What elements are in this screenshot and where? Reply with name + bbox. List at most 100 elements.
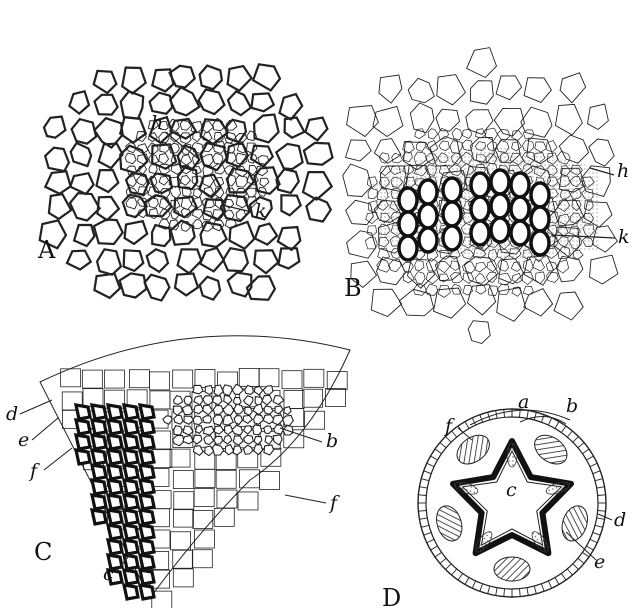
panel-c-thick-cell <box>76 405 90 419</box>
panel-c-bundle-cell <box>193 385 203 394</box>
panel-c-thick-cell <box>124 555 138 569</box>
panel-c-thick-cell <box>108 540 122 554</box>
panel-c-bundle-cell <box>275 406 283 414</box>
panel-a-small-cell <box>149 154 159 163</box>
panel-d-tick <box>578 443 584 448</box>
panel-c-bundle-cell <box>273 415 284 425</box>
panel-d-tick <box>496 588 497 596</box>
panel-b-inner-cell <box>463 129 472 138</box>
panel-a-small-cell <box>149 209 158 219</box>
panel-c-bundle-cell <box>213 396 223 405</box>
panel-b-outer-cell <box>590 255 618 284</box>
panel-c-letter: C <box>34 538 52 566</box>
panel-b-outer-cell <box>373 106 403 136</box>
panel-c-section: C d e f b f c <box>6 336 350 608</box>
panel-b-vessel <box>399 236 417 260</box>
panel-d-letter: D <box>382 584 401 608</box>
panel-d-phloem <box>507 443 517 467</box>
panel-c-thick-cell <box>108 420 122 434</box>
panel-b-inner-cell <box>475 262 486 272</box>
panel-c-thick-cell <box>92 480 106 494</box>
panel-c-label-c: c <box>103 563 114 585</box>
panel-d-tick <box>573 564 579 570</box>
panel-c-thick-cell <box>140 525 154 539</box>
panel-b-inner-cell <box>498 260 509 271</box>
panel-b-vessel <box>471 173 489 197</box>
panel-d-bundle <box>558 503 592 545</box>
panel-a-label-h: h <box>151 112 163 134</box>
panel-b-inner-cell <box>426 272 438 284</box>
panel-b-inner-cell <box>452 128 462 140</box>
panel-a-outer-cell <box>45 171 70 194</box>
panel-a-outer-cell <box>147 249 168 272</box>
panel-a-small-cell <box>125 153 136 164</box>
panel-c-thick-cell <box>108 465 122 479</box>
panel-b-label-h: h <box>617 160 629 182</box>
panel-d-tick <box>440 443 446 448</box>
panel-c-thick-cell <box>124 435 138 449</box>
panel-c-bundle-cell <box>232 425 242 435</box>
panel-c-bundle-cell <box>234 416 242 425</box>
panel-a-outer-cell <box>200 248 224 271</box>
panel-d-tick <box>431 546 438 550</box>
panel-c-thick-cell <box>92 510 106 524</box>
panel-d-tick <box>597 518 605 519</box>
panel-d-tick <box>427 463 434 466</box>
panel-a-outer-cell <box>44 117 65 138</box>
panel-b-vessel <box>419 204 437 228</box>
panel-d-tick <box>446 437 452 443</box>
panel-c-cell <box>194 530 214 548</box>
panel-c-thick-cell <box>140 450 154 464</box>
panel-c-bundle-cell <box>244 426 252 434</box>
panel-c-bundle-cell <box>214 426 223 434</box>
panel-b-inner-cell <box>428 129 438 139</box>
panel-c-thick-cell <box>92 465 106 479</box>
panel-c-bundle-cell <box>254 445 263 455</box>
panel-d-tick <box>418 510 426 511</box>
panel-a-small-cell <box>159 176 168 185</box>
panel-b-outer-cell <box>437 75 466 105</box>
panel-c-thick-cell <box>140 435 154 449</box>
panel-c-bundle-cell <box>214 405 224 414</box>
panel-d-tick <box>519 589 520 597</box>
panel-d-tick <box>586 546 593 550</box>
panel-a-outer-cell <box>228 66 252 91</box>
panel-c-thick-cell <box>92 435 106 449</box>
panel-a-small-cell <box>180 176 190 186</box>
panel-a-outer-cell <box>171 119 197 139</box>
panel-d-bundle <box>494 557 530 581</box>
panel-c-bundle-cell <box>264 426 272 434</box>
panel-a-small-cell <box>246 188 256 197</box>
panel-b-label-k: k <box>618 226 630 248</box>
panel-d-tick <box>440 558 446 563</box>
panel-c-cell <box>170 449 190 467</box>
panel-d-tick <box>582 449 589 454</box>
panel-a-outer-cell <box>223 248 248 271</box>
panel-a-outer-cell <box>94 71 117 93</box>
panel-a-outer-cell <box>150 93 173 114</box>
panel-d-tick <box>597 487 605 488</box>
panel-b-outer-cell <box>470 81 493 105</box>
panel-c-label-f: f <box>28 460 40 482</box>
panel-c-bundle-cell <box>224 395 232 404</box>
panel-a-outer-cell <box>45 148 69 171</box>
panel-a-outer-cell <box>278 227 301 250</box>
panel-b-vessel <box>443 178 461 202</box>
panel-c-bundle-cell <box>193 416 202 425</box>
panel-d-tick <box>431 456 438 460</box>
panel-c-cell <box>173 569 193 587</box>
panel-c-bundle-cell <box>203 416 212 423</box>
panel-c-bundle-cell <box>245 407 253 415</box>
panel-b-vessel <box>531 207 549 231</box>
panel-b-inner-cell <box>416 142 425 152</box>
panel-b-outer-cell <box>588 104 609 129</box>
panel-c-thick-cell <box>124 540 138 554</box>
panel-a-outer-cell <box>280 94 303 119</box>
panel-c-thick-cell <box>140 495 154 509</box>
panel-d-tick <box>427 539 434 542</box>
panel-d-tick <box>590 539 597 542</box>
panel-c-cell <box>239 368 259 386</box>
panel-a-outer-cell <box>175 274 198 296</box>
panel-a-small-cell <box>258 156 269 165</box>
panel-c-thick-cell <box>108 510 122 524</box>
